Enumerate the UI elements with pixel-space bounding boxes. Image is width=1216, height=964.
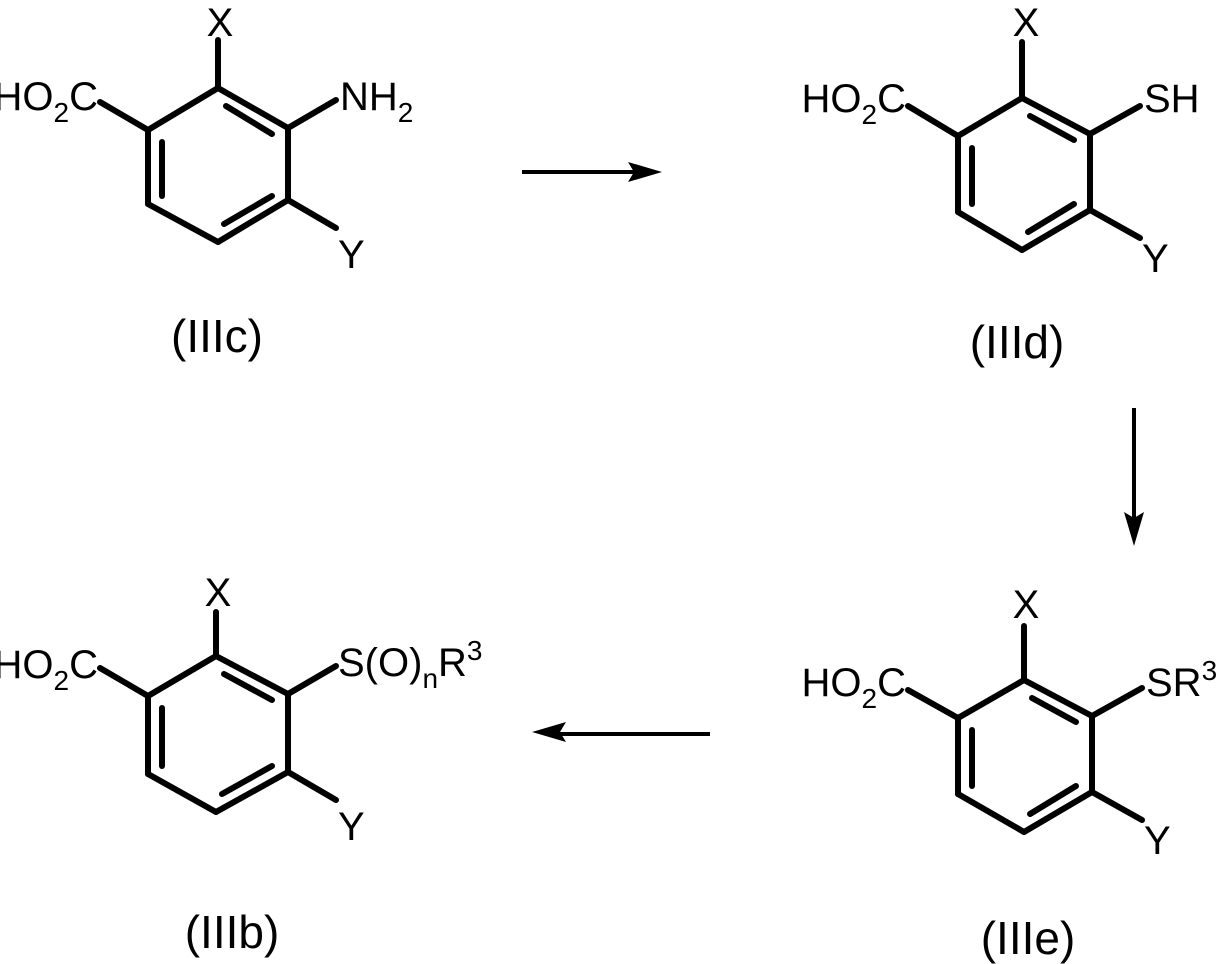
substituent-x: X [1013, 583, 1040, 627]
bond-to-cooh [908, 106, 958, 136]
benzene-ring [958, 98, 1090, 250]
substituent-carboxyl: HO2C [0, 643, 98, 696]
arrow-IIIe-to-IIIb [532, 722, 710, 742]
arrow-IIIc-to-IIId [522, 162, 662, 182]
substituent-y: Y [338, 233, 365, 277]
bond-to-y [288, 200, 336, 228]
substituent-carboxyl: HO2C [0, 75, 98, 128]
bond-to-cooh [908, 690, 958, 718]
benzene-ring [148, 88, 288, 242]
bond-to-cooh [100, 668, 148, 696]
bond-to-y [1090, 210, 1140, 238]
substituent-sulfinyl: S(O)nR3 [338, 635, 482, 694]
benzene-ring [958, 680, 1092, 832]
substituent-carboxyl: HO2C [802, 661, 906, 714]
compound-label: (IIIc) [171, 310, 263, 362]
substituent-carboxyl: HO2C [802, 77, 906, 130]
bond-to-sr3 [1092, 688, 1142, 716]
substituent-y: Y [1144, 819, 1171, 863]
compound-label: (IIId) [970, 316, 1065, 368]
substituent-y: Y [1142, 237, 1169, 281]
arrow-IIId-to-IIIe [1124, 408, 1144, 546]
compound-label: (IIIb) [185, 906, 280, 958]
substituent-amino: NH2 [340, 75, 413, 128]
bond-to-y [1092, 792, 1142, 820]
bond-to-sulfinyl [288, 666, 336, 694]
molecule-IIIb: X HO2C S(O)nR3 Y (IIIb) [0, 571, 482, 958]
substituent-thioether: SR3 [1146, 655, 1216, 705]
substituent-thiol: SH [1144, 77, 1200, 121]
substituent-y: Y [338, 805, 365, 849]
molecule-IIId: X HO2C SH Y (IIId) [802, 1, 1200, 368]
bond-to-nh2 [288, 100, 336, 128]
substituent-x: X [205, 571, 232, 615]
molecule-IIIe: X HO2C SR3 Y (IIIe) [802, 583, 1216, 964]
bond-to-y [288, 772, 336, 800]
compound-label: (IIIe) [981, 912, 1076, 964]
substituent-x: X [207, 1, 234, 45]
bond-to-cooh [100, 102, 148, 130]
substituent-x: X [1013, 1, 1040, 45]
bond-to-sh [1090, 106, 1140, 134]
benzene-ring [148, 656, 288, 812]
molecule-IIIc: X HO2C NH2 Y (IIIc) [0, 1, 413, 362]
